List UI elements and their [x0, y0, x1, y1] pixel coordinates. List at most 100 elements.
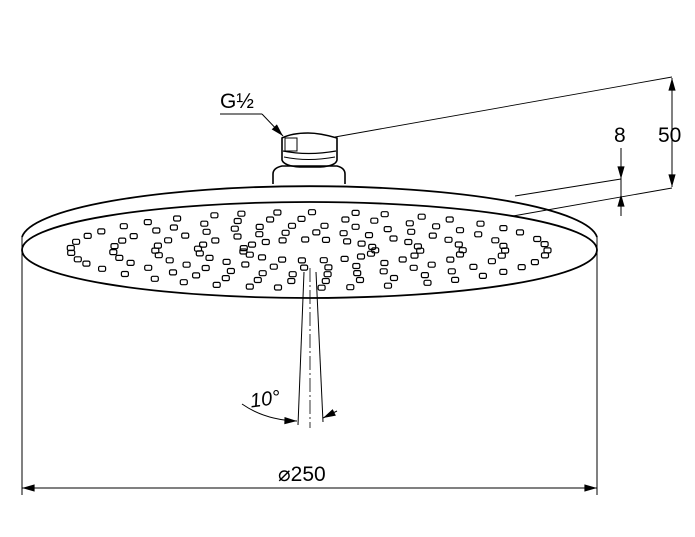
nozzle — [380, 211, 389, 218]
nozzle — [247, 241, 257, 248]
nozzle — [115, 254, 124, 261]
thread-label: G½ — [220, 90, 254, 113]
nozzle — [109, 249, 118, 256]
nozzle-group — [66, 209, 552, 291]
nozzle — [239, 248, 248, 255]
nozzle — [491, 237, 500, 244]
nozzle — [153, 242, 162, 249]
nozzle — [368, 243, 377, 250]
nozzle — [71, 238, 81, 245]
nozzle — [169, 224, 178, 231]
nozzle — [383, 226, 392, 233]
nozzle — [129, 233, 138, 240]
connector-base — [272, 165, 346, 184]
nozzle — [150, 275, 159, 282]
nozzle — [351, 223, 360, 230]
nozzle — [478, 272, 487, 279]
nozzle — [405, 220, 414, 227]
nozzle — [370, 217, 379, 224]
nozzle — [417, 213, 426, 220]
nozzle — [352, 262, 361, 270]
nozzle — [66, 244, 75, 252]
shower-top-arc — [21, 185, 598, 238]
nozzle — [499, 225, 508, 232]
nozzle — [357, 240, 366, 247]
angle-arc — [241, 403, 298, 425]
nozzle — [173, 215, 182, 222]
nozzle — [413, 243, 422, 250]
nozzle — [540, 241, 549, 248]
nozzle — [164, 237, 173, 244]
nozzle — [199, 241, 208, 248]
nozzle — [245, 283, 254, 290]
nozzle — [118, 237, 127, 244]
nozzle — [455, 251, 465, 258]
rim-label: 8 — [614, 124, 626, 147]
nozzle — [343, 238, 352, 245]
nozzle — [497, 252, 506, 259]
nozzle — [255, 231, 264, 238]
nozzle — [530, 259, 540, 266]
nozzle — [237, 210, 246, 217]
nozzle — [126, 259, 135, 266]
nozzle — [339, 230, 348, 237]
nozzle — [398, 256, 407, 263]
nozzle — [233, 233, 242, 240]
nozzle — [323, 271, 332, 278]
nozzle — [380, 259, 389, 267]
nozzle — [230, 225, 239, 232]
nozzle — [269, 263, 278, 270]
nozzle — [182, 261, 191, 268]
diameter-label: ⌀250 — [278, 463, 326, 486]
nozzle — [241, 261, 250, 268]
nozzle — [379, 268, 388, 275]
nozzle — [543, 247, 552, 254]
nozzle — [432, 223, 441, 230]
nozzle — [205, 254, 214, 261]
nozzle — [341, 216, 350, 223]
nozzle — [499, 268, 508, 275]
nozzle — [476, 220, 485, 227]
nozzle — [487, 258, 496, 265]
nozzle — [119, 223, 128, 230]
nozzle — [212, 281, 221, 288]
nozzle — [366, 250, 376, 257]
nozzle — [222, 258, 231, 265]
nozzle — [324, 264, 333, 271]
nozzle — [407, 228, 416, 235]
nozzle — [389, 235, 398, 242]
nozzle — [428, 232, 437, 239]
nozzle — [202, 228, 211, 235]
nozzle — [319, 257, 328, 264]
nozzle — [389, 274, 399, 282]
nozzle — [454, 241, 463, 248]
nozzle — [540, 252, 550, 259]
nozzle — [73, 256, 82, 263]
nozzle — [445, 216, 454, 223]
nozzle — [245, 251, 254, 258]
nozzle — [427, 261, 436, 268]
nozzle — [321, 236, 331, 243]
nozzle — [288, 271, 297, 278]
nozzle — [410, 252, 419, 259]
nozzle — [287, 222, 297, 229]
nozzle — [278, 256, 287, 263]
nozzle — [82, 260, 91, 267]
nozzle — [404, 238, 413, 246]
nozzle — [120, 270, 130, 278]
nozzle — [152, 227, 161, 234]
nozzle — [201, 264, 210, 272]
nozzle — [320, 222, 329, 229]
nozzle — [307, 209, 317, 216]
nozzle — [179, 279, 188, 286]
nozzle — [143, 219, 152, 226]
nozzle — [110, 243, 119, 250]
nozzle — [233, 217, 242, 225]
nozzle — [356, 253, 366, 260]
nozzle — [221, 275, 230, 282]
nozzle — [297, 215, 306, 222]
nozzle — [321, 277, 330, 285]
nozzle — [364, 232, 374, 239]
nozzle — [317, 284, 326, 291]
nozzle — [144, 264, 153, 271]
